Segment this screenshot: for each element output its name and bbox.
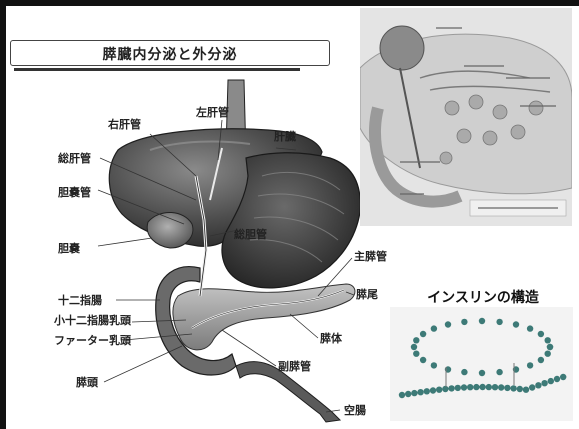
a-chain-residue [461,319,467,325]
lead-pancreas-head [104,346,182,382]
label-vater-papilla: ファーター乳頭 [54,333,132,347]
label-duodenum: 十二指腸 [58,293,102,307]
a-chain-residue [479,318,485,324]
b-chain-residue [467,384,473,390]
b-chain-residue [560,374,566,380]
b-chain-residue [486,384,492,390]
a-chain-residue [545,337,551,343]
insulin-structure-title: インスリンの構造 [390,287,576,307]
insulin-a-chain [411,318,553,376]
a-chain-residue [547,344,553,350]
a-chain-residue [527,325,533,331]
label-left-hepatic-duct: 左肝管 [195,105,229,119]
pancreas-inset-illustration [360,8,572,226]
a-chain-residue [496,369,502,375]
a-chain-residue [538,331,544,337]
a-chain-residue [431,362,437,368]
label-right-hepatic-duct: 右肝管 [107,117,141,131]
a-chain-residue [411,344,417,350]
b-chain-residue [448,385,454,391]
b-chain-residue [504,385,510,391]
lead-gallbladder [98,238,152,246]
b-chain-residue [417,389,423,395]
b-chain-residue [523,387,529,393]
b-chain-residue [554,376,560,382]
insulin-b-chain [399,374,567,398]
a-chain-residue [527,362,533,368]
lead-pancreas-body [290,314,318,338]
label-common-hepatic-duct: 総肝管 [58,151,91,165]
a-chain-residue [431,325,437,331]
b-chain-residue [461,384,467,390]
a-chain-residue [545,351,551,357]
b-chain-residue [529,384,535,390]
b-chain-residue [548,378,554,384]
label-accessory-duct: 副膵管 [278,359,311,373]
label-liver: 肝臓 [274,129,296,143]
a-chain-residue [413,337,419,343]
a-chain-residue [461,369,467,375]
label-pancreas-tail: 膵尾 [356,287,378,301]
b-chain-residue [517,386,523,392]
label-common-bile-duct: 総胆管 [234,227,267,241]
b-chain-residue [479,384,485,390]
b-chain-residue [455,385,461,391]
b-chain-residue [430,387,436,393]
b-chain-residue [424,388,430,394]
insulin-structure-panel [390,307,573,421]
b-chain-residue [498,384,504,390]
b-chain-residue [442,386,448,392]
a-chain-residue [479,370,485,376]
a-chain-residue [420,357,426,363]
b-chain-residue [473,384,479,390]
b-chain-residue [541,380,547,386]
a-chain-residue [513,321,519,327]
b-chain-residue [399,392,405,398]
label-main-pancreatic-duct: 主膵管 [354,249,387,263]
b-chain-residue [535,382,541,388]
a-chain-residue [413,351,419,357]
b-chain-residue [411,390,417,396]
insulin-chain-diagram [390,307,573,421]
a-chain-residue [496,319,502,325]
b-chain-residue [436,387,442,393]
label-cystic-duct: 胆嚢管 [58,185,91,199]
label-pancreas-head: 膵頭 [76,375,99,389]
b-chain-residue [405,391,411,397]
a-chain-residue [420,331,426,337]
a-chain-residue [445,321,451,327]
label-pancreas-body: 膵体 [320,331,343,345]
b-chain-residue [510,385,516,391]
a-chain-residue [538,357,544,363]
label-gallbladder: 胆嚢 [58,241,81,255]
inset-gallbladder [380,26,424,70]
gallbladder [147,212,193,248]
label-minor-papilla: 小十二指腸乳頭 [53,313,132,327]
label-jejunum: 空腸 [344,403,366,417]
b-chain-residue [492,384,498,390]
